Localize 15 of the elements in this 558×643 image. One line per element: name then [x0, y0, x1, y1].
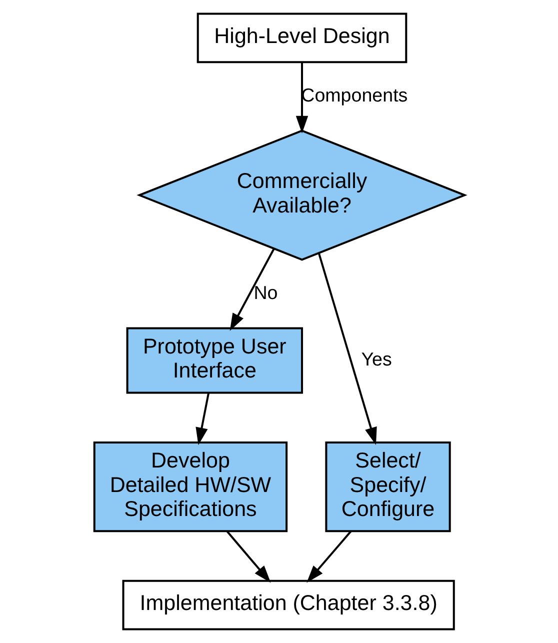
arrow	[295, 62, 308, 134]
arrow	[229, 248, 274, 331]
node-box: Select/ Specify/ Configure	[324, 441, 450, 532]
edge-label: Yes	[360, 348, 392, 370]
node-box: Prototype User Interface	[126, 327, 303, 394]
node-box: High-Level Design	[196, 12, 407, 64]
arrow	[306, 530, 352, 583]
arrow	[195, 392, 210, 446]
edge-label: Components	[300, 84, 408, 106]
edge-label: No	[253, 282, 278, 303]
arrow	[317, 252, 376, 445]
node-diamond: Commercially Available?	[136, 130, 467, 261]
node-box: Develop Detailed HW/SW Specifications	[92, 441, 288, 532]
node-box: Implementation (Chapter 3.3.8)	[122, 580, 454, 630]
arrow	[226, 530, 270, 583]
